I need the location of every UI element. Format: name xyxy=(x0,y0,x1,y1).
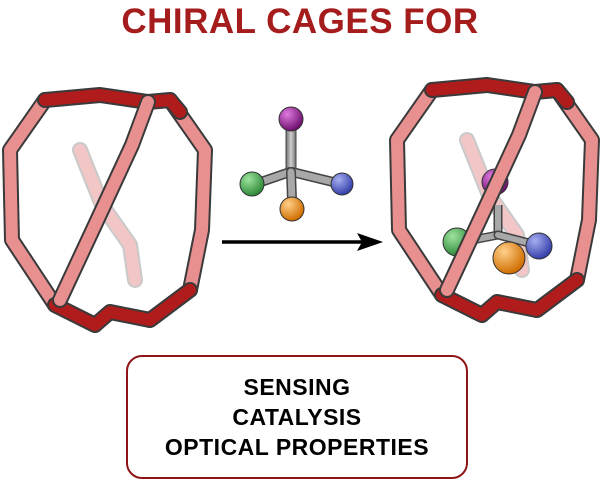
host-guest-cage xyxy=(389,77,600,323)
reaction-arrow xyxy=(222,233,383,251)
application-sensing: SENSING xyxy=(243,374,351,400)
page-title: CHIRAL CAGES FOR xyxy=(121,2,479,41)
application-catalysis: CATALYSIS xyxy=(232,404,362,430)
empty-cage xyxy=(10,95,205,325)
applications-box: SENSING CATALYSIS OPTICAL PROPERTIES xyxy=(126,355,468,479)
guest-molecule xyxy=(239,106,354,222)
application-optical-properties: OPTICAL PROPERTIES xyxy=(164,434,430,460)
